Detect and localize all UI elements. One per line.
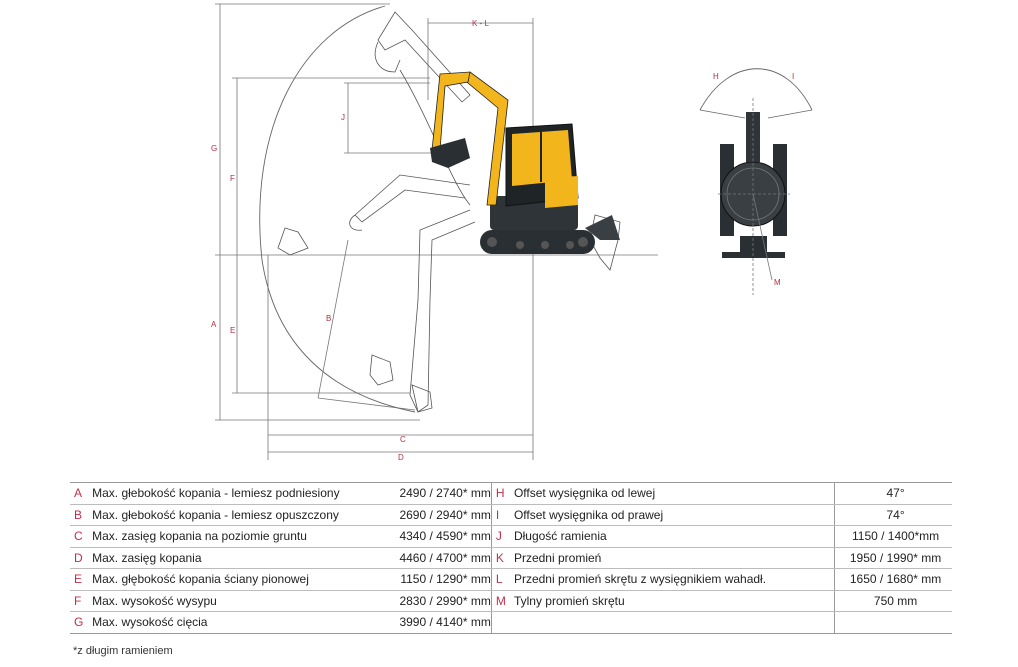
spec-letter: L (491, 568, 510, 591)
excavator-diagram: G F A E J B K - L C D H I M (211, 3, 813, 462)
spec-letter: B (70, 504, 89, 526)
excavator-track (480, 230, 595, 254)
spec-value: 750 mm (834, 590, 952, 612)
spec-value (834, 611, 952, 634)
spec-label: Długość ramienia (509, 525, 835, 548)
excavator-top-view (699, 68, 813, 295)
dim-label-h: H (713, 72, 719, 81)
spec-value: 1950 / 1990* mm (834, 547, 952, 569)
spec-letter (491, 611, 510, 634)
spec-letter: C (70, 525, 89, 548)
spec-label: Przedni promień skrętu z wysięgnikiem wa… (509, 568, 835, 591)
spec-value: 2830 / 2990* mm (372, 590, 492, 612)
dim-label-c: C (400, 435, 406, 444)
dim-label-e: E (230, 326, 235, 335)
spec-label: Tylny promień skrętu (509, 590, 835, 612)
dim-label-g: G (211, 144, 217, 153)
dim-label-a: A (211, 320, 217, 329)
spec-label: Przedni promień (509, 547, 835, 569)
spec-value: 4460 / 4700* mm (372, 547, 492, 569)
spec-value: 1150 / 1290* mm (372, 568, 492, 591)
spec-value: 3990 / 4140* mm (372, 611, 492, 634)
spec-value: 2690 / 2940* mm (372, 504, 492, 526)
dim-label-f: F (230, 174, 235, 183)
spec-label: Max. wysokość cięcia (88, 611, 373, 634)
footnote: *z długim ramieniem (73, 645, 173, 657)
dim-label-b: B (326, 314, 331, 323)
spec-letter: F (70, 590, 89, 612)
spec-label: Max. wysokość wysypu (88, 590, 373, 612)
dim-label-m: M (774, 278, 781, 287)
spec-value: 2490 / 2740* mm (372, 482, 492, 505)
spec-value: 47° (834, 482, 952, 505)
spec-letter: D (70, 547, 89, 569)
spec-letter: K (491, 547, 510, 569)
spec-letter: J (491, 525, 510, 548)
spec-letter: A (70, 482, 89, 505)
spec-label: Offset wysięgnika od prawej (509, 504, 835, 526)
spec-value: 4340 / 4590* mm (372, 525, 492, 548)
spec-label: Max. zasięg kopania na poziomie gruntu (88, 525, 373, 548)
excavator-blade (585, 215, 620, 240)
spec-letter: I (491, 504, 510, 526)
spec-value: 74° (834, 504, 952, 526)
spec-value: 1150 / 1400*mm (834, 525, 952, 548)
dim-label-kl: K - L (472, 19, 489, 28)
spec-label: Offset wysięgnika od lewej (509, 482, 835, 505)
spec-letter: M (491, 590, 510, 612)
excavator-side-view (430, 71, 620, 254)
spec-label: Max. głebokość kopania - lemiesz opuszcz… (88, 504, 373, 526)
spec-label: Max. zasięg kopania (88, 547, 373, 569)
spec-letter: G (70, 611, 89, 634)
top-view-boom (746, 112, 760, 162)
spec-value: 1650 / 1680* mm (834, 568, 952, 591)
spec-label: Max. głębokość kopania ściany pionowej (88, 568, 373, 591)
dim-label-i: I (792, 72, 794, 81)
spec-letter: E (70, 568, 89, 591)
swing-arc (699, 68, 813, 111)
dim-label-d: D (398, 453, 404, 462)
reach-arc (259, 5, 416, 413)
counterweight (545, 176, 578, 208)
spec-label: Max. głebokość kopania - lemiesz podnies… (88, 482, 373, 505)
spec-letter: H (491, 482, 510, 505)
bucket (430, 138, 470, 168)
dim-label-j: J (341, 113, 345, 122)
spec-label (509, 611, 835, 634)
